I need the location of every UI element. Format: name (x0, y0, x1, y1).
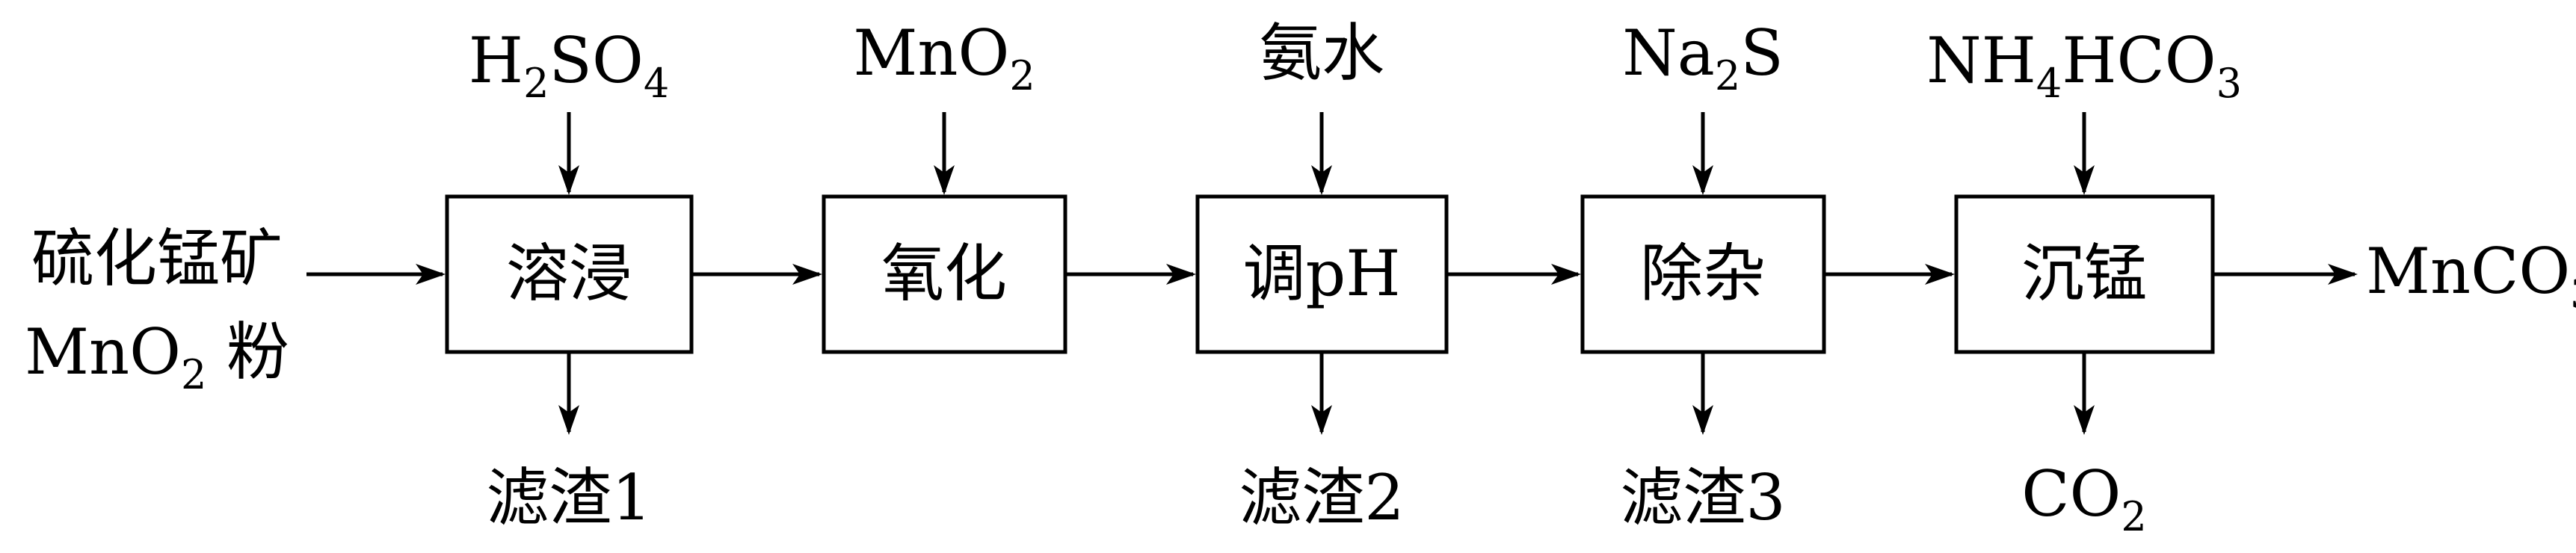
product-mnco3: MnCO3 (2366, 235, 2576, 318)
reagent-ammonia: 氨水 (1259, 16, 1384, 90)
reagent-na2s: Na2S (1622, 16, 1784, 99)
product-subscript: 3 (2570, 271, 2576, 318)
raw-material-suffix: 粉 (206, 315, 289, 389)
raw-material-powder: MnO2 粉 (25, 315, 289, 398)
raw-material-name: 硫化锰矿 (31, 222, 283, 295)
reagent-nh4hco3: NH4HCO3 (1926, 24, 2242, 107)
step-label-adjust-ph: 调pH (1242, 237, 1400, 310)
raw-material-subscript: 2 (181, 351, 206, 398)
byproduct-residue-3: 滤渣3 (1620, 461, 1785, 534)
step-label-precipitate-mn: 沉锰 (2021, 237, 2147, 310)
byproduct-residue-2: 滤渣2 (1239, 461, 1404, 534)
step-label-oxidize: 氧化 (881, 237, 1007, 310)
reagent-mno2: MnO2 (853, 16, 1035, 99)
step-label-dissolve: 溶浸 (506, 237, 632, 310)
step-label-remove-impurities: 除杂 (1640, 237, 1766, 310)
raw-material-formula: MnO (25, 315, 181, 389)
reagent-h2so4: H2SO4 (469, 24, 669, 107)
byproduct-co2: CO2 (2021, 457, 2147, 540)
step-box-oxidize (822, 194, 1067, 354)
byproduct-residue-1: 滤渣1 (486, 461, 651, 534)
product-formula: MnCO (2366, 235, 2570, 308)
